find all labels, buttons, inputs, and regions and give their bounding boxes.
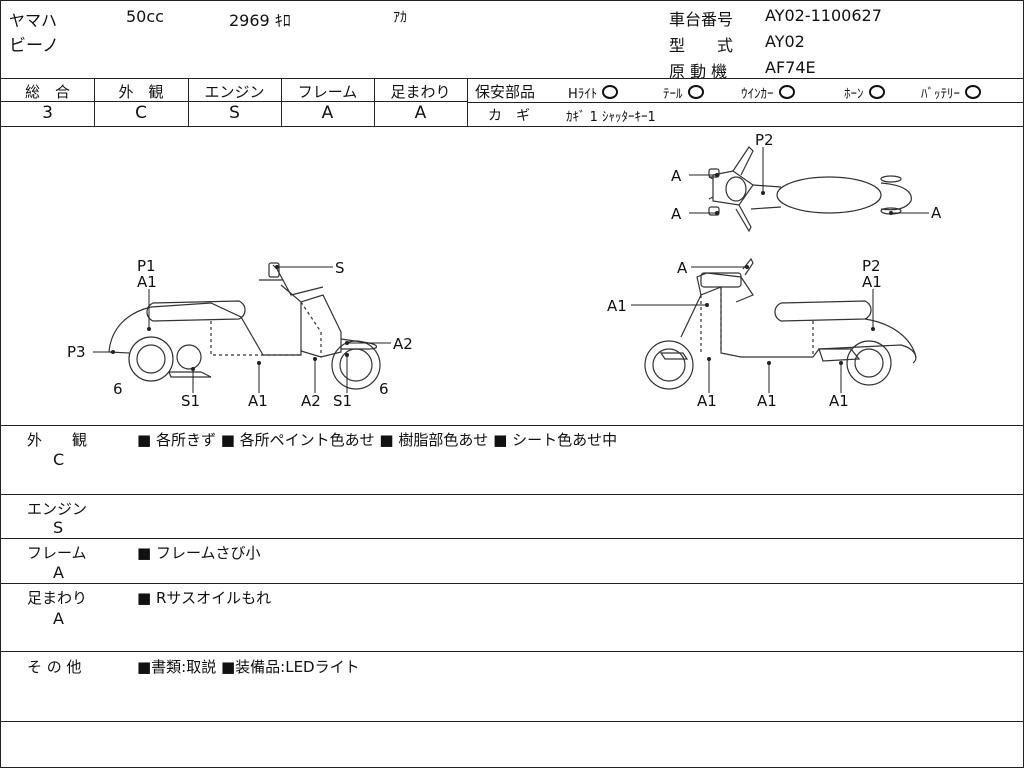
label-a1: A1 xyxy=(607,297,627,315)
label-p2: P2 xyxy=(862,257,881,275)
divider xyxy=(467,102,1023,103)
engine-grade-label: エンジン xyxy=(204,83,265,101)
label-6: 6 xyxy=(379,380,389,398)
divider xyxy=(94,78,95,126)
divider xyxy=(1,583,1023,584)
section-notes-exterior: ■ 各所きず ■ 各所ペイント色あせ ■ 樹脂部色あせ ■ シート色あせ中 xyxy=(137,431,618,449)
label-a1: A1 xyxy=(248,392,268,410)
safety-item-horn: ﾎｰﾝ xyxy=(844,83,885,102)
section-grade-suspension: A xyxy=(53,609,64,628)
model-name: ビーノ xyxy=(9,36,59,56)
divider xyxy=(1,425,1023,426)
safety-item-battery: ﾊﾞｯﾃﾘｰ xyxy=(921,83,981,102)
model-code: AY02 xyxy=(765,32,805,51)
engine-code: AF74E xyxy=(765,58,816,77)
key-value: ｶｷﾞ 1 ｼｬｯﾀｰｷｰ1 xyxy=(566,110,656,125)
overall-value: 3 xyxy=(42,103,53,123)
divider xyxy=(374,78,375,126)
label-top-a: A xyxy=(671,205,682,223)
frame-grade-label: フレーム xyxy=(297,83,358,101)
section-notes-suspension: ■ Rサスオイルもれ xyxy=(137,589,272,607)
label-a1: A1 xyxy=(757,392,777,410)
label-a1: A1 xyxy=(829,392,849,410)
color: ｱｶ xyxy=(393,10,407,26)
section-title-engine: エンジン xyxy=(27,500,88,518)
ok-circle-icon xyxy=(965,85,981,99)
scooter-left-view xyxy=(108,262,381,390)
exterior-value: C xyxy=(135,103,147,123)
frame-grade-value: A xyxy=(321,103,334,123)
label-a2: A2 xyxy=(393,335,413,353)
divider xyxy=(1,126,1023,127)
section-title-other: そ の 他 xyxy=(27,658,82,676)
label-top-a: A xyxy=(931,204,942,222)
engine-label: 原 動 機 xyxy=(669,62,728,81)
divider xyxy=(1,538,1023,539)
ok-circle-icon xyxy=(778,85,795,99)
label-6: 6 xyxy=(113,380,123,398)
label-s1: S1 xyxy=(181,392,200,410)
scooter-right-view xyxy=(644,257,917,390)
divider xyxy=(188,78,189,126)
ok-circle-icon xyxy=(602,85,619,99)
section-title-suspension: 足まわり xyxy=(27,589,88,607)
section-grade-exterior: C xyxy=(53,450,65,469)
label-a1: A1 xyxy=(862,273,882,291)
mileage: 2969 ｷﾛ xyxy=(229,11,291,30)
scooter-top-view xyxy=(708,146,912,233)
safety-item-headlight: Hﾗｲﾄ xyxy=(568,83,619,102)
ok-circle-icon xyxy=(687,85,704,99)
label-p1: P1 xyxy=(137,257,156,275)
suspension-grade-label: 足まわり xyxy=(390,83,451,101)
label-s1: S1 xyxy=(333,392,352,410)
diagram-labels: P2 A A A P1 A1 S P3 A2 6 S1 A1 A2 S1 6 A… xyxy=(67,131,942,410)
label-s: S xyxy=(335,259,345,277)
label-top-a: A xyxy=(671,167,682,185)
suspension-grade-value: A xyxy=(414,103,427,123)
scooter-diagram: P2 A A A P1 A1 S P3 A2 6 S1 A1 A2 S1 6 A… xyxy=(67,131,942,410)
section-title-exterior: 外 観 xyxy=(27,431,88,449)
frame-no: AY02-1100627 xyxy=(765,6,882,25)
section-grade-engine: S xyxy=(53,518,64,537)
divider xyxy=(281,78,282,126)
label-p3: P3 xyxy=(67,343,86,361)
overall-label: 総 合 xyxy=(24,83,70,101)
ok-circle-icon xyxy=(868,85,885,99)
divider xyxy=(467,78,468,126)
label-a2: A2 xyxy=(301,392,321,410)
frame-no-label: 車台番号 xyxy=(669,10,734,29)
engine-grade-value: S xyxy=(229,103,240,123)
divider xyxy=(1,78,1023,79)
safety-label: 保安部品 xyxy=(475,83,536,101)
section-notes-frame: ■ フレームさび小 xyxy=(137,544,261,562)
divider xyxy=(1,721,1023,722)
divider xyxy=(1,651,1023,652)
model-label: 型 式 xyxy=(669,36,734,55)
safety-item-tail: ﾃｰﾙ xyxy=(663,83,704,102)
section-grade-frame: A xyxy=(53,563,64,582)
section-title-frame: フレーム xyxy=(27,544,87,562)
maker: ヤマハ xyxy=(9,11,58,30)
label-a1: A1 xyxy=(697,392,717,410)
label-a1: A1 xyxy=(137,273,157,291)
label-a: A xyxy=(677,259,688,277)
label-top-p2: P2 xyxy=(755,131,774,149)
displacement: 50cc xyxy=(126,7,164,26)
exterior-label: 外 観 xyxy=(118,83,164,101)
section-notes-other: ■書類:取説 ■装備品:LEDライト xyxy=(137,658,360,676)
divider xyxy=(1,494,1023,495)
safety-item-winker: ｳｲﾝｶｰ xyxy=(741,83,795,102)
key-label: カ ギ xyxy=(488,108,530,124)
divider xyxy=(1,101,467,102)
